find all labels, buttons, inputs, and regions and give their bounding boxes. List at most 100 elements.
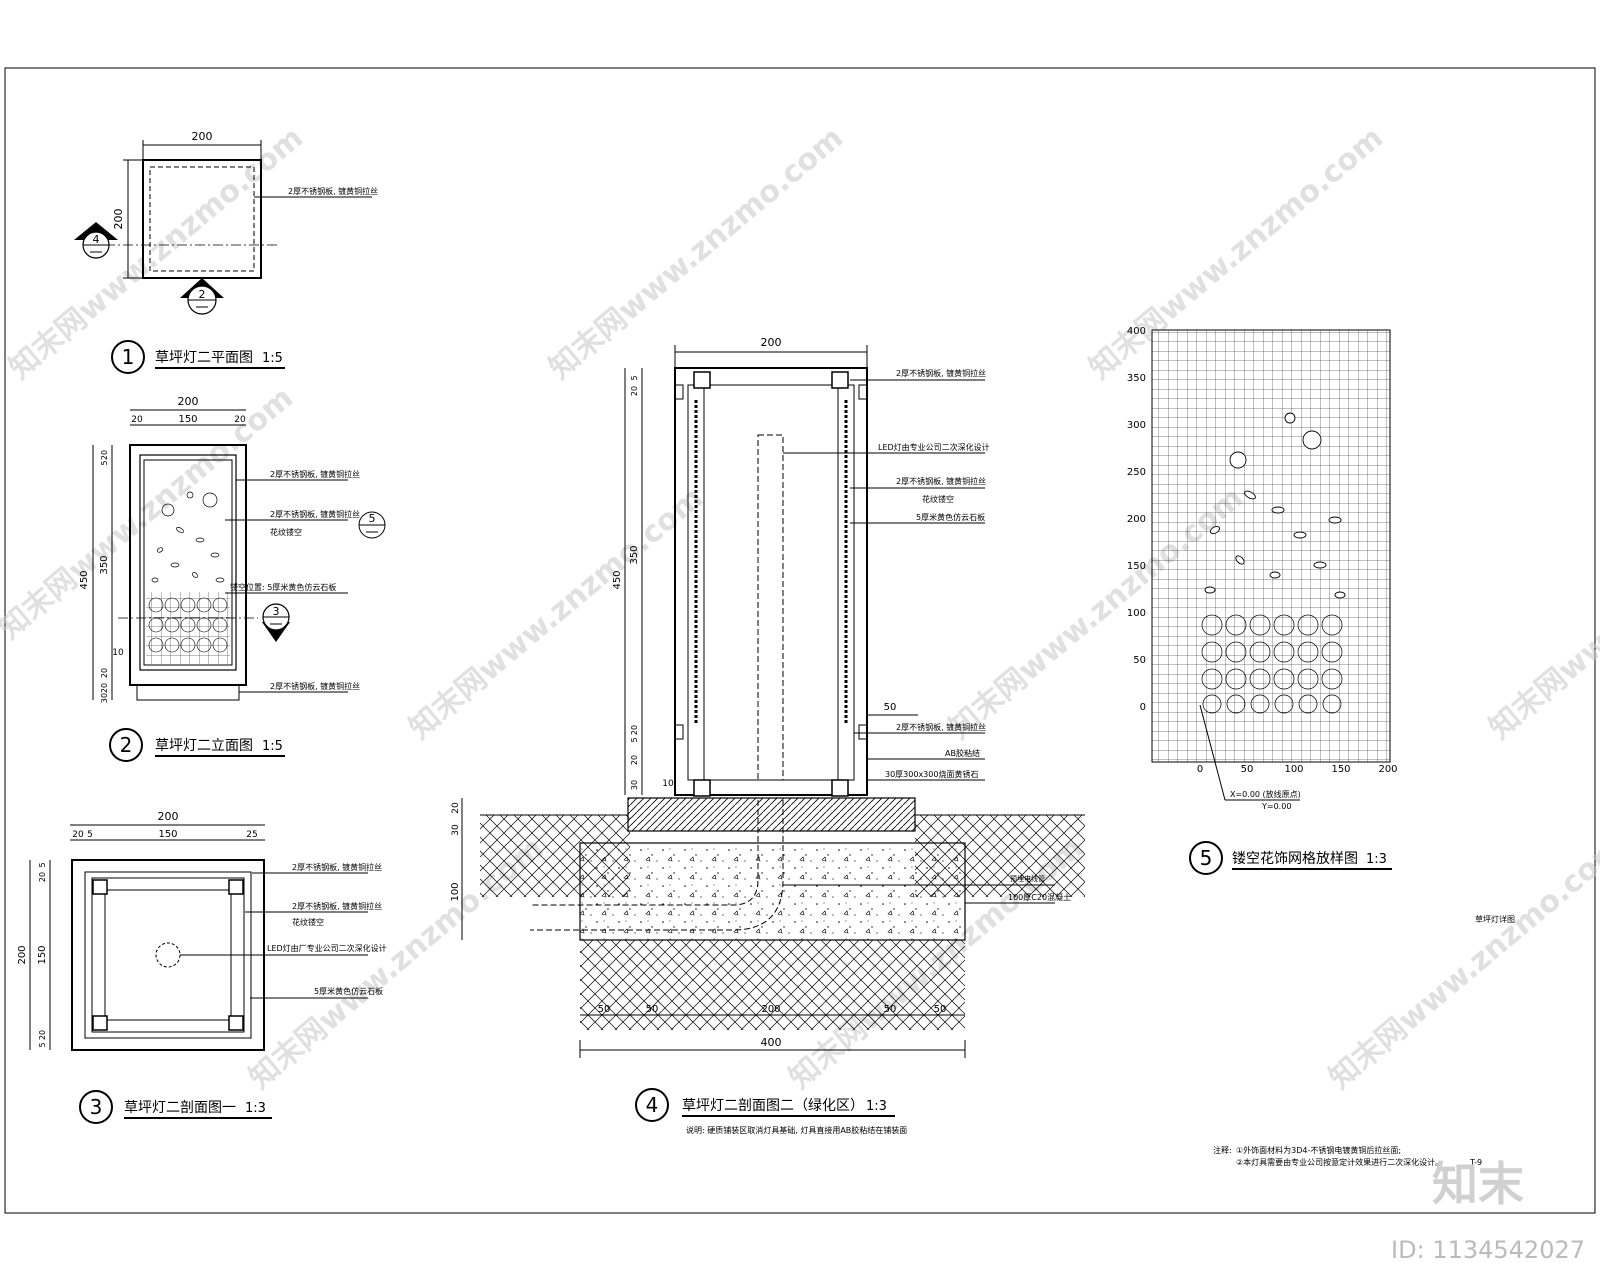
svg-text:注释:: 注释: — [1213, 1145, 1232, 1155]
d2-width-dim: 200 — [178, 395, 199, 408]
d3-note-1: 2厚不锈钢板, 镀黄铜拉丝 — [292, 862, 382, 872]
d2-note-2: 2厚不锈钢板, 镀黄铜拉丝 — [270, 509, 360, 519]
svg-text:5: 5 — [1200, 846, 1213, 870]
d2-base — [136, 684, 240, 701]
d4-note-3: 2厚不锈钢板, 镀黄铜拉丝 — [896, 476, 986, 486]
svg-text:50: 50 — [934, 1004, 947, 1015]
footer-notes: 注释: ①外饰面材料为3D4-不锈钢电镀黄铜后拉丝面; ②本灯具需要由专业公司按… — [1213, 1145, 1482, 1167]
svg-text:300: 300 — [1127, 420, 1146, 431]
svg-text:200: 200 — [17, 945, 28, 964]
svg-text:10: 10 — [662, 779, 674, 789]
svg-text:200: 200 — [1127, 514, 1146, 525]
d4-note-6: 2厚不锈钢板, 镀黄铜拉丝 — [896, 722, 986, 732]
watermark-5: 知末网www.znzmo.com — [403, 480, 710, 746]
d5-grid — [1151, 329, 1391, 763]
svg-text:1: 1 — [122, 345, 135, 369]
svg-text:50: 50 — [884, 1004, 897, 1015]
right-note: 草坪灯详图 — [1475, 914, 1515, 924]
d5-pattern — [1204, 412, 1346, 599]
d3-note-4: LED灯由厂专业公司二次深化设计 — [267, 943, 387, 953]
svg-text:350: 350 — [99, 555, 110, 574]
svg-text:3: 3 — [273, 605, 280, 618]
d4-title-circle — [635, 1088, 669, 1122]
svg-text:100: 100 — [450, 882, 461, 901]
svg-text:150: 150 — [1127, 561, 1146, 572]
watermark-7: 知末网www.znzmo.com — [1483, 480, 1600, 746]
d3-width-dim: 200 — [158, 810, 179, 823]
svg-text:25: 25 — [246, 830, 257, 840]
svg-text:2: 2 — [120, 733, 133, 757]
d2-title-circle — [109, 728, 143, 762]
svg-text:450: 450 — [79, 570, 90, 589]
watermark-2: 知末网www.znzmo.com — [543, 120, 850, 386]
d1-cut-b: 2 — [199, 288, 206, 301]
d4-note-5: 5厚米黄色仿云石板 — [916, 512, 985, 522]
svg-text:5: 5 — [100, 460, 109, 465]
d3-note-2: 2厚不锈钢板, 镀黄铜拉丝 — [292, 901, 382, 911]
svg-text:5: 5 — [87, 830, 93, 840]
svg-text:3: 3 — [90, 1095, 103, 1119]
svg-text:250: 250 — [1127, 467, 1146, 478]
svg-text:200: 200 — [761, 1004, 780, 1015]
svg-text:20: 20 — [234, 415, 246, 425]
svg-text:400: 400 — [1127, 326, 1146, 337]
d1-scale: 1:5 — [262, 351, 283, 366]
d4-concrete-footing — [579, 842, 966, 941]
svg-text:5: 5 — [630, 737, 639, 742]
d4-note-1: 2厚不锈钢板, 镀黄铜拉丝 — [896, 368, 986, 378]
d4-lamp-body — [674, 367, 868, 796]
d1-title-circle — [111, 340, 145, 374]
d3-note-3: 花纹镂空 — [292, 917, 324, 927]
svg-text:10: 10 — [112, 648, 124, 658]
svg-text:150: 150 — [1331, 764, 1350, 775]
drawing-1-plan: 200 200 2厚不锈钢板, 镀黄铜拉丝 4 2 1 草坪灯二平面图 1:5 — [74, 130, 378, 374]
svg-text:5: 5 — [369, 512, 376, 525]
footer-note-1: ①外饰面材料为3D4-不锈钢电镀黄铜后拉丝面; — [1236, 1145, 1401, 1155]
svg-text:150: 150 — [178, 414, 197, 425]
d4-title: 草坪灯二剖面图二（绿化区） — [682, 1098, 864, 1114]
d4-note-9: 预埋电线管 — [1010, 874, 1045, 883]
d4-note-4: 花纹镂空 — [922, 494, 954, 504]
d1-width-dim: 200 — [192, 130, 213, 143]
brand-logo: 知末 — [1432, 1157, 1524, 1211]
svg-text:20: 20 — [38, 872, 47, 882]
svg-text:350: 350 — [629, 545, 640, 564]
d3-title: 草坪灯二剖面图一 — [124, 1100, 236, 1116]
d4-note-7: AB胶粘结 — [945, 748, 980, 758]
svg-text:450: 450 — [612, 570, 623, 589]
svg-text:5: 5 — [38, 862, 47, 867]
svg-text:30: 30 — [100, 693, 109, 703]
svg-text:50: 50 — [598, 1004, 611, 1015]
d4-top-dim: 200 — [761, 336, 782, 349]
svg-text:20: 20 — [630, 755, 639, 765]
d4-remark: 说明: 硬质铺装区取消灯具基础, 灯具直接用AB胶粘结在铺装面 — [686, 1125, 907, 1135]
svg-text:5: 5 — [630, 375, 639, 380]
brand-id: ID: 1134542027 — [1391, 1236, 1585, 1264]
d2-scale: 1:5 — [262, 739, 283, 754]
d4-note-8: 30厚300x300烧面黄锈石 — [885, 769, 978, 779]
svg-text:20: 20 — [451, 802, 461, 814]
d2-note-4: 镂空位置: 5厚米黄色仿云石板 — [230, 582, 336, 592]
watermark-10: 知末网www.znzmo.com — [1323, 830, 1600, 1096]
svg-text:20: 20 — [630, 386, 639, 396]
d2-note-3: 花纹镂空 — [270, 527, 302, 537]
drawing-2-elevation: 200 20 150 20 450 20 5 350 10 20 30 20 — [79, 395, 386, 762]
d5-origin-x: X=0.00 (放线原点) — [1230, 789, 1301, 799]
d1-cut-a: 4 — [93, 233, 100, 246]
svg-text:20: 20 — [100, 450, 109, 460]
svg-text:4: 4 — [646, 1093, 659, 1117]
drawing-5-grid: 400 350 300 250 200 150 100 50 0 0 50 10… — [1127, 326, 1398, 875]
svg-text:50: 50 — [1241, 764, 1254, 775]
svg-text:0: 0 — [1140, 702, 1146, 713]
sheet-number: T-9 — [1469, 1158, 1482, 1167]
d1-note: 2厚不锈钢板, 镀黄铜拉丝 — [288, 186, 378, 196]
d3-title-circle — [79, 1090, 113, 1124]
d4-conduit — [530, 800, 759, 906]
svg-text:100: 100 — [1127, 608, 1146, 619]
d5-title-circle — [1189, 841, 1223, 875]
drawing-3-section: 200 20 5 150 25 200 5 20 150 20 5 2厚不锈钢板… — [17, 810, 387, 1124]
svg-text:30: 30 — [451, 824, 461, 836]
d4-note-10: 100厚C20混凝土 — [1008, 892, 1071, 902]
d1-height-dim: 200 — [112, 209, 125, 230]
